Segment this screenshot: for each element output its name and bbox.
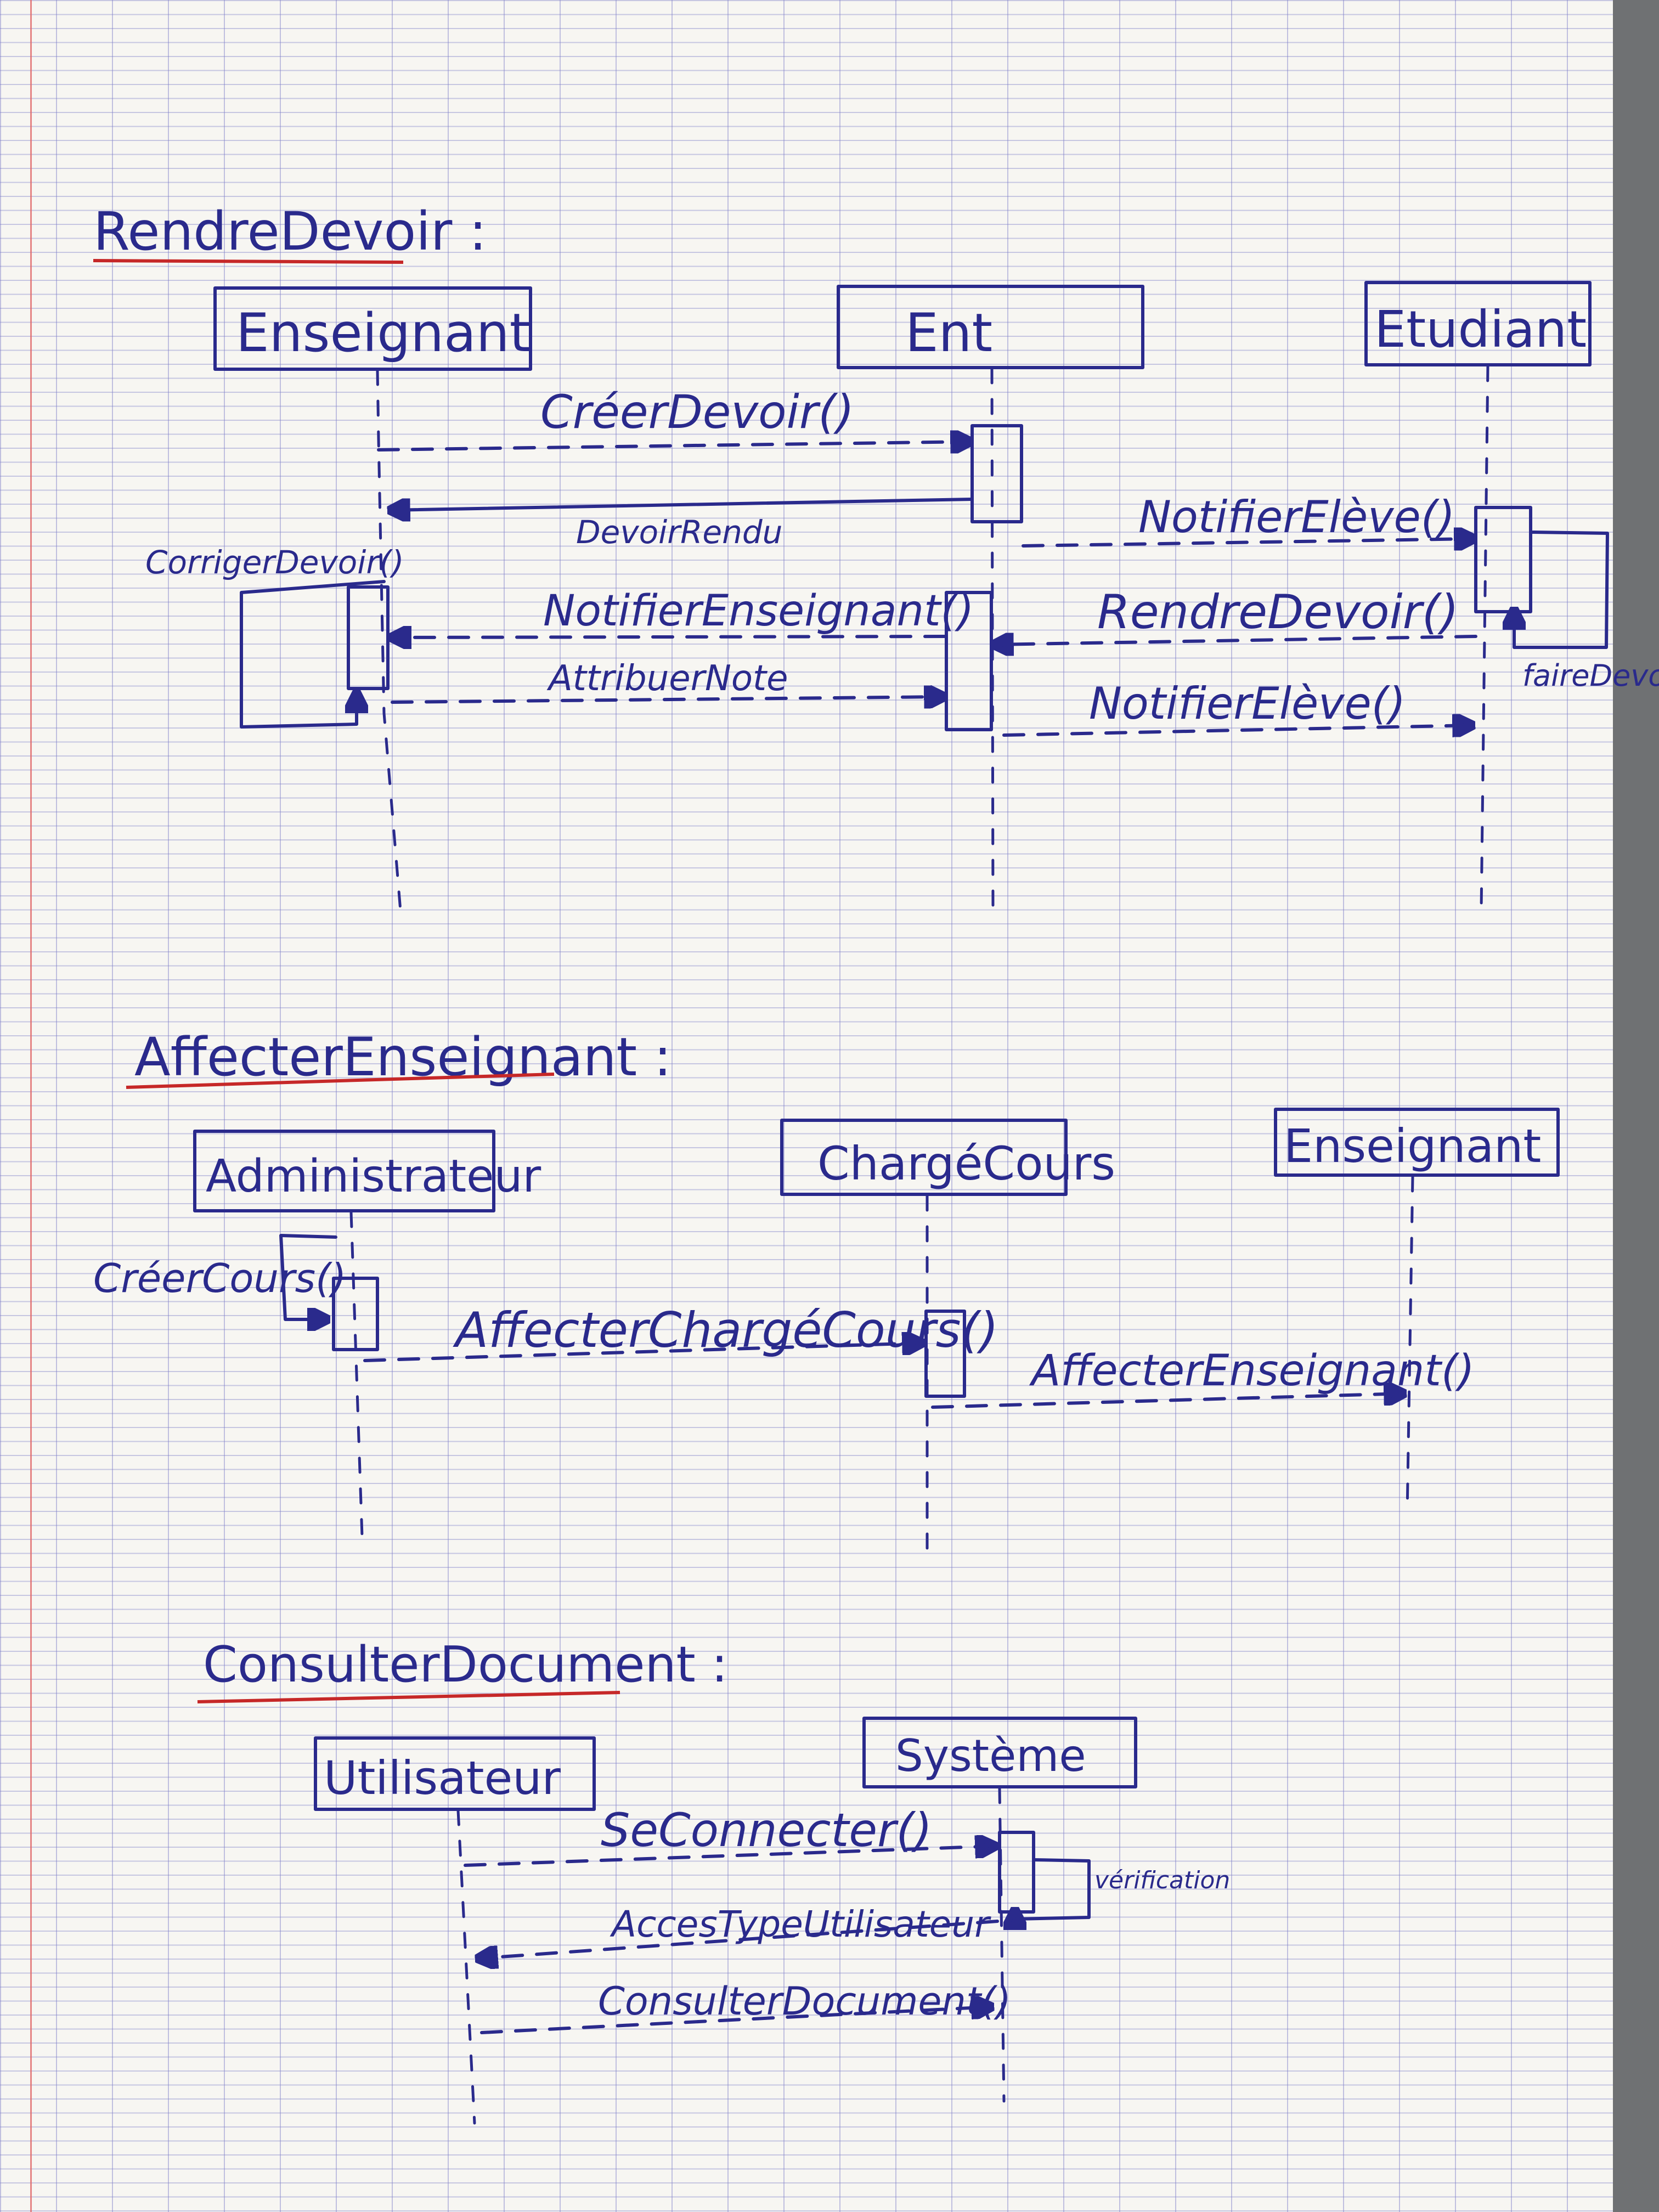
lifeline-systeme bbox=[998, 1787, 1006, 2103]
message-notifier-eleve-2 bbox=[1002, 725, 1473, 735]
diagram-affecter-enseignant: AffecterEnseignant : Administrateur Char… bbox=[93, 1026, 1560, 1554]
label-acces-type-utilisateur: AccesTypeUtilisateur bbox=[610, 1903, 991, 1945]
label-creer-cours: CréerCours() bbox=[93, 1255, 346, 1301]
self-call-creer-cours bbox=[279, 1234, 337, 1319]
svg-text:Système: Système bbox=[895, 1730, 1086, 1781]
title-underline bbox=[126, 1073, 555, 1089]
actor-utilisateur: Utilisateur bbox=[314, 1736, 596, 1811]
label-consulter-document: ConsulterDocument() bbox=[598, 1979, 1011, 2024]
label-rendre-devoir: RendreDevoir() bbox=[1097, 585, 1459, 640]
message-devoir-rendu bbox=[390, 498, 974, 510]
message-consulter-document bbox=[480, 2007, 992, 2034]
message-notifier-enseignant bbox=[391, 636, 946, 637]
lifeline-administrateur bbox=[349, 1211, 364, 1538]
table-edge bbox=[1613, 0, 1659, 2212]
actor-enseignant: Enseignant bbox=[213, 286, 532, 371]
diagram-rendre-devoir: RendreDevoir : Enseignant Ent Etudiant C… bbox=[93, 201, 1659, 912]
svg-text:ChargéCours: ChargéCours bbox=[817, 1137, 1115, 1190]
actor-administrateur: Administrateur bbox=[193, 1130, 541, 1212]
label-notifier-eleve-1: NotifierElève() bbox=[1138, 492, 1455, 543]
message-creer-devoir bbox=[377, 442, 971, 450]
label-attribuer-note: AttribuerNote bbox=[546, 658, 788, 699]
svg-text:Enseignant: Enseignant bbox=[1284, 1119, 1541, 1173]
svg-text:Administrateur: Administrateur bbox=[206, 1150, 541, 1203]
lifeline-enseignant bbox=[376, 369, 402, 912]
actor-charge-cours: ChargéCours bbox=[780, 1119, 1115, 1196]
message-affecter-charge-cours bbox=[363, 1343, 923, 1362]
activation-administrateur bbox=[332, 1277, 379, 1351]
svg-text:Enseignant: Enseignant bbox=[236, 302, 530, 364]
activation-charge-cours bbox=[924, 1310, 966, 1398]
lifeline-utilisateur bbox=[456, 1809, 476, 2125]
self-call-verification bbox=[1015, 1858, 1091, 1919]
label-affecter-enseignant: AffecterEnseignant() bbox=[1029, 1346, 1475, 1396]
diagram-consulter-document: ConsulterDocument : Utilisateur Système … bbox=[197, 1636, 1230, 2125]
lifeline-enseignant-2 bbox=[1406, 1175, 1414, 1516]
message-se-connecter bbox=[464, 1846, 996, 1867]
activation-ent-2 bbox=[945, 591, 993, 731]
title-underline bbox=[93, 259, 404, 264]
actor-systeme: Système bbox=[862, 1717, 1137, 1788]
label-devoir-rendu: DevoirRendu bbox=[576, 514, 782, 551]
diagram-title: ConsulterDocument : bbox=[203, 1636, 728, 1694]
message-rendre-devoir bbox=[993, 636, 1477, 645]
title-underline bbox=[197, 1691, 620, 1703]
label-corriger-devoir: CorrigerDevoir() bbox=[145, 544, 404, 581]
activation-systeme bbox=[998, 1831, 1035, 1914]
label-verification: vérification bbox=[1094, 1866, 1230, 1894]
label-creer-devoir: CréerDevoir() bbox=[540, 385, 854, 439]
self-call-faire-devoir bbox=[1514, 531, 1609, 649]
actor-ent: Ent bbox=[837, 285, 1144, 369]
activation-enseignant bbox=[347, 585, 390, 690]
svg-text:Ent: Ent bbox=[905, 302, 992, 364]
svg-text:Etudiant: Etudiant bbox=[1374, 300, 1587, 359]
label-affecter-charge-cours: AffecterChargéCours() bbox=[453, 1302, 998, 1358]
message-acces-type-utilisateur bbox=[477, 1920, 999, 1959]
label-notifier-eleve-2: NotifierElève() bbox=[1089, 678, 1406, 729]
activation-ent-1 bbox=[970, 424, 1023, 523]
message-notifier-eleve-1 bbox=[1022, 539, 1475, 546]
message-affecter-enseignant bbox=[931, 1393, 1404, 1409]
self-call-corriger-devoir bbox=[240, 580, 386, 729]
actor-etudiant: Etudiant bbox=[1364, 281, 1592, 366]
svg-text:Utilisateur: Utilisateur bbox=[324, 1751, 561, 1805]
message-attribuer-note bbox=[391, 697, 945, 702]
diagram-title: RendreDevoir : bbox=[93, 201, 487, 262]
margin-line bbox=[30, 0, 32, 2212]
label-faire-devoir: faireDevoir bbox=[1522, 658, 1659, 693]
actor-enseignant-2: Enseignant bbox=[1274, 1108, 1560, 1177]
lifeline-etudiant bbox=[1480, 365, 1489, 912]
label-notifier-enseignant: NotifierEnseignant() bbox=[543, 586, 974, 636]
label-se-connecter: SeConnecter() bbox=[601, 1803, 932, 1857]
